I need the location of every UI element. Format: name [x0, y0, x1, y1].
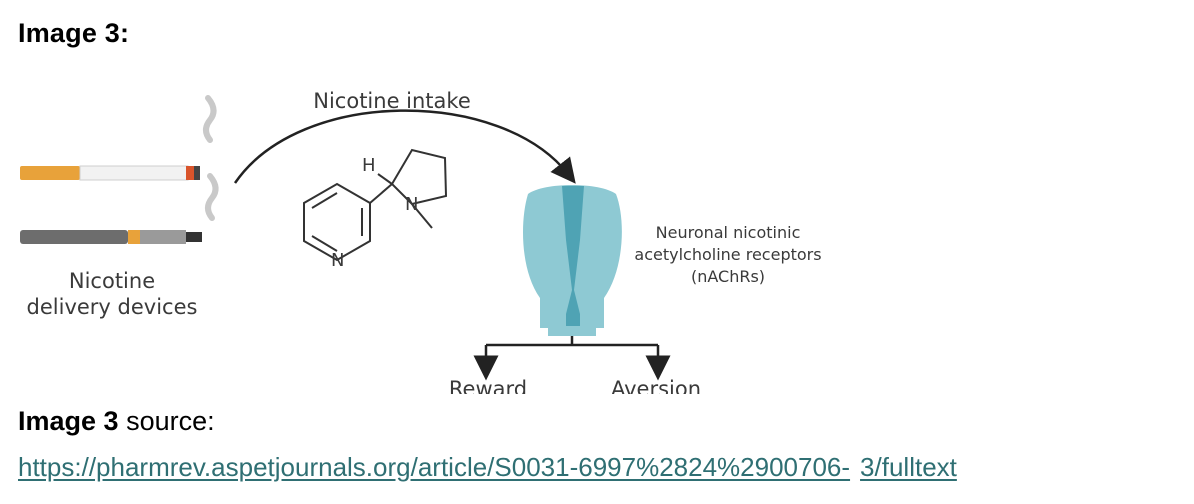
outcome-arrows — [473, 336, 671, 381]
molecule-n-ring: N — [405, 194, 418, 215]
source-caption-bold: Image 3 — [18, 406, 119, 436]
receptor-label-line2: acetylcholine receptors — [634, 245, 821, 264]
molecule-n-pyridine: N — [331, 250, 344, 271]
vapor-icon — [205, 173, 219, 221]
smoke-icon — [203, 95, 217, 143]
image-heading: Image 3: — [18, 18, 130, 48]
nachr-receptor-icon — [523, 185, 622, 336]
vape-pen-icon — [20, 173, 219, 244]
cigarette-icon — [20, 95, 217, 181]
source-caption-rest: source: — [118, 406, 215, 436]
reward-label: Reward — [449, 377, 527, 394]
molecule-h: H — [362, 155, 376, 176]
source-link-part1[interactable]: https://pharmrev.aspetjournals.org/artic… — [18, 452, 851, 482]
intake-arrow — [233, 109, 576, 184]
source-link-part2[interactable]: 3/fulltext — [860, 452, 957, 482]
source-url: https://pharmrev.aspetjournals.org/artic… — [18, 452, 957, 483]
receptor-label-line1: Neuronal nicotinic — [656, 223, 801, 242]
diagram-svg: Nicotine delivery devices Nicotine intak… — [20, 89, 822, 394]
devices-label-line1: Nicotine — [69, 269, 155, 293]
aversion-label: Aversion — [611, 377, 701, 394]
source-caption: Image 3 source: — [18, 406, 215, 437]
devices-label-line2: delivery devices — [27, 295, 198, 319]
nicotine-receptor-diagram: Nicotine delivery devices Nicotine intak… — [0, 78, 900, 394]
intake-label: Nicotine intake — [313, 89, 471, 113]
nicotine-molecule — [303, 148, 448, 262]
receptor-label-line3: (nAChRs) — [691, 267, 765, 286]
